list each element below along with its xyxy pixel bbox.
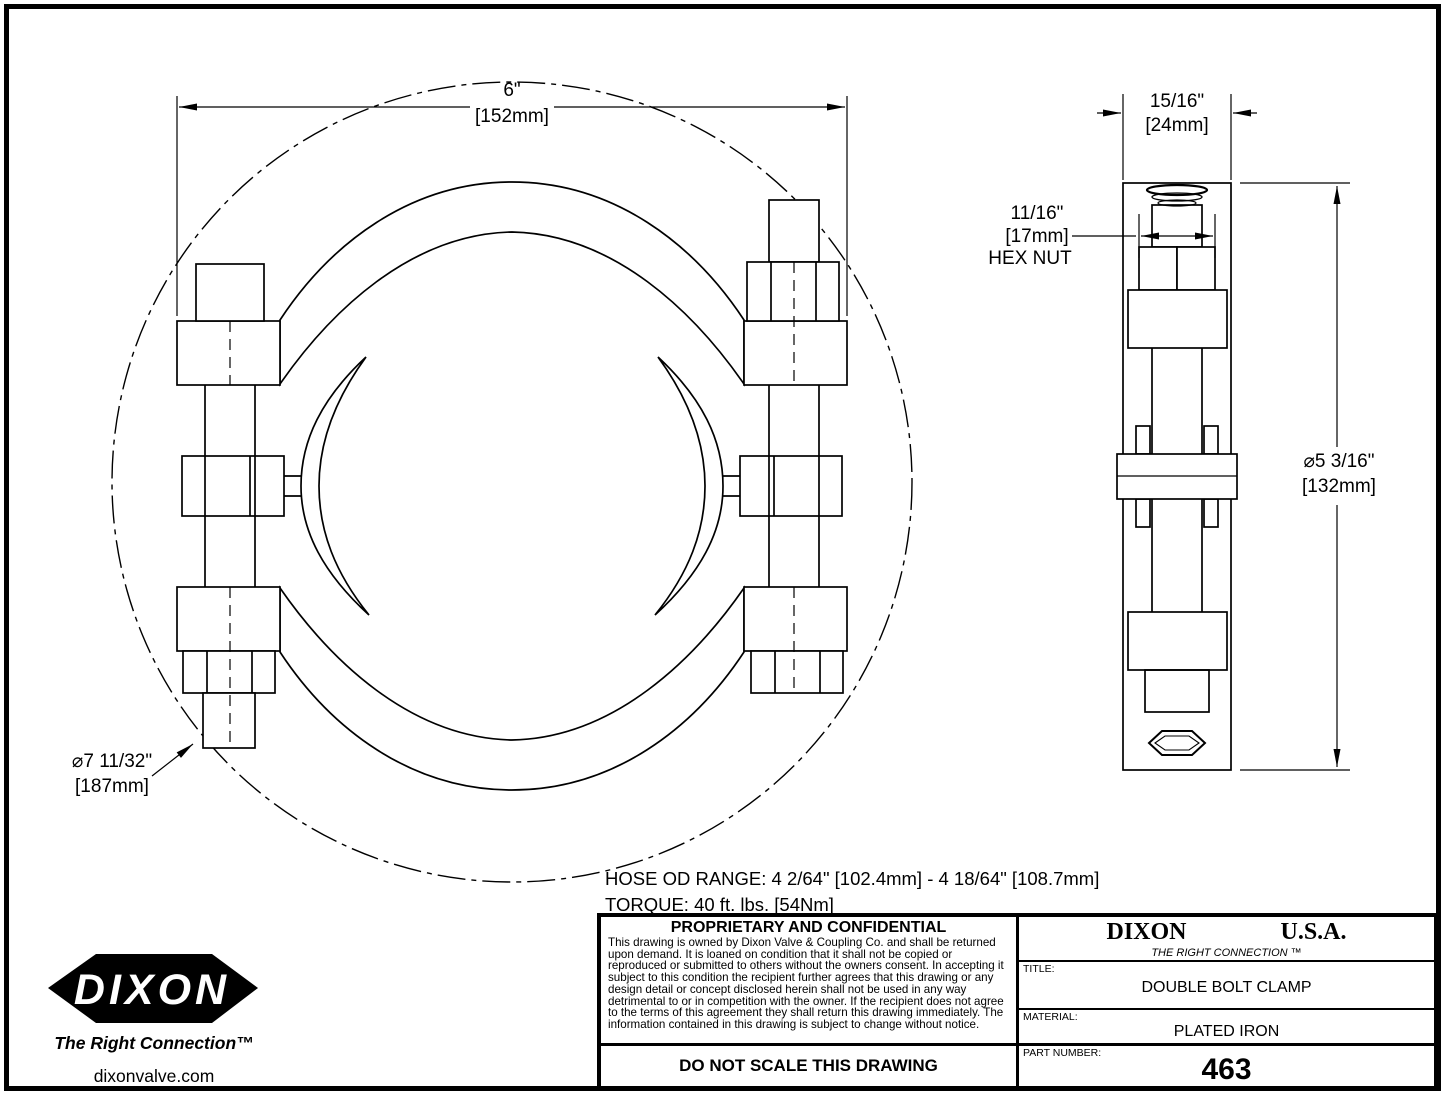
dixon-logo: DIXON bbox=[48, 954, 258, 1023]
part-number-value: 463 bbox=[1201, 1053, 1252, 1086]
dim-hex-nut-label: HEX NUT bbox=[988, 248, 1072, 269]
title-value: DOUBLE BOLT CLAMP bbox=[1141, 979, 1312, 996]
note-torque: TORQUE: 40 ft. lbs. [54Nm] bbox=[605, 894, 834, 915]
dim-depth-mm: [24mm] bbox=[1145, 115, 1209, 136]
note-hose-od-range: HOSE OD RANGE: 4 2/64" [102.4mm] - 4 18/… bbox=[605, 868, 1100, 889]
thread-ellipses bbox=[1145, 183, 1209, 207]
proprietary-body: This drawing is owned by Dixon Valve & C… bbox=[608, 936, 1004, 1031]
hose-od-leader bbox=[151, 743, 194, 777]
side-height-dimension bbox=[1240, 182, 1350, 771]
front-view bbox=[111, 81, 913, 883]
part-number-row: PART NUMBER: 463 bbox=[1019, 1043, 1434, 1086]
title-block: PROPRIETARY AND CONFIDENTIAL This drawin… bbox=[597, 913, 1438, 1090]
side-view bbox=[1072, 94, 1350, 771]
side-hex-nut bbox=[1138, 246, 1216, 291]
material-row: MATERIAL: PLATED IRON bbox=[1019, 1010, 1434, 1043]
do-not-scale-cell: DO NOT SCALE THIS DRAWING bbox=[601, 1043, 1016, 1086]
dixon-logo-hexagon bbox=[48, 954, 258, 1023]
dim-width-inches: 6" bbox=[503, 80, 521, 101]
dim-hose-od-mm: [187mm] bbox=[75, 776, 149, 797]
brand-usa: U.S.A. bbox=[1280, 918, 1347, 945]
dim-width-mm: [152mm] bbox=[475, 106, 549, 127]
title-block-left: PROPRIETARY AND CONFIDENTIAL This drawin… bbox=[601, 917, 1019, 1086]
proprietary-heading: PROPRIETARY AND CONFIDENTIAL bbox=[670, 919, 947, 936]
dim-hose-od-inches: ⌀7 11/32" bbox=[71, 751, 153, 772]
footer-tagline: The Right Connection™ bbox=[54, 1033, 254, 1053]
clamp-lugs bbox=[176, 320, 848, 652]
material-value: PLATED IRON bbox=[1173, 1023, 1280, 1040]
dim-hex-nut-inches: 11/16" bbox=[1010, 203, 1064, 224]
dim-height-inches: ⌀5 3/16" bbox=[1303, 451, 1375, 472]
bolt-centerlines bbox=[229, 262, 795, 748]
title-block-right: DIXON U.S.A. THE RIGHT CONNECTION ™ TITL… bbox=[1019, 917, 1434, 1086]
saddle-right bbox=[654, 356, 724, 616]
title-label: TITLE: bbox=[1023, 963, 1055, 975]
dim-depth-inches: 15/16" bbox=[1149, 91, 1205, 112]
clamp-band-bottom bbox=[279, 585, 745, 791]
saddle-stems bbox=[284, 475, 740, 497]
footer-website: dixonvalve.com bbox=[93, 1066, 215, 1086]
dim-height-mm: [132mm] bbox=[1302, 476, 1376, 497]
brand-tagline: THE RIGHT CONNECTION ™ bbox=[1151, 946, 1302, 959]
side-bottom-hex bbox=[1147, 730, 1207, 756]
trunnion-blocks bbox=[181, 455, 843, 517]
dim-hex-nut-mm: [17mm] bbox=[1005, 226, 1069, 247]
front-width-dimension bbox=[176, 96, 848, 316]
side-depth-dimension bbox=[1097, 94, 1257, 180]
saddle-left bbox=[300, 356, 370, 616]
proprietary-section: PROPRIETARY AND CONFIDENTIAL This drawin… bbox=[601, 917, 1016, 1043]
brand-dixon: DIXON bbox=[1106, 918, 1187, 945]
material-label: MATERIAL: bbox=[1023, 1011, 1078, 1023]
hex-nut-dimension bbox=[1072, 214, 1216, 258]
dixon-logo-text: DIXON bbox=[74, 966, 230, 1014]
part-number-label: PART NUMBER: bbox=[1023, 1047, 1102, 1059]
brand-cell: DIXON U.S.A. THE RIGHT CONNECTION ™ bbox=[1019, 917, 1434, 962]
hose-od-phantom-circle bbox=[111, 81, 913, 883]
title-row: TITLE: DOUBLE BOLT CLAMP bbox=[1019, 962, 1434, 1010]
clamp-band-top bbox=[279, 181, 745, 387]
